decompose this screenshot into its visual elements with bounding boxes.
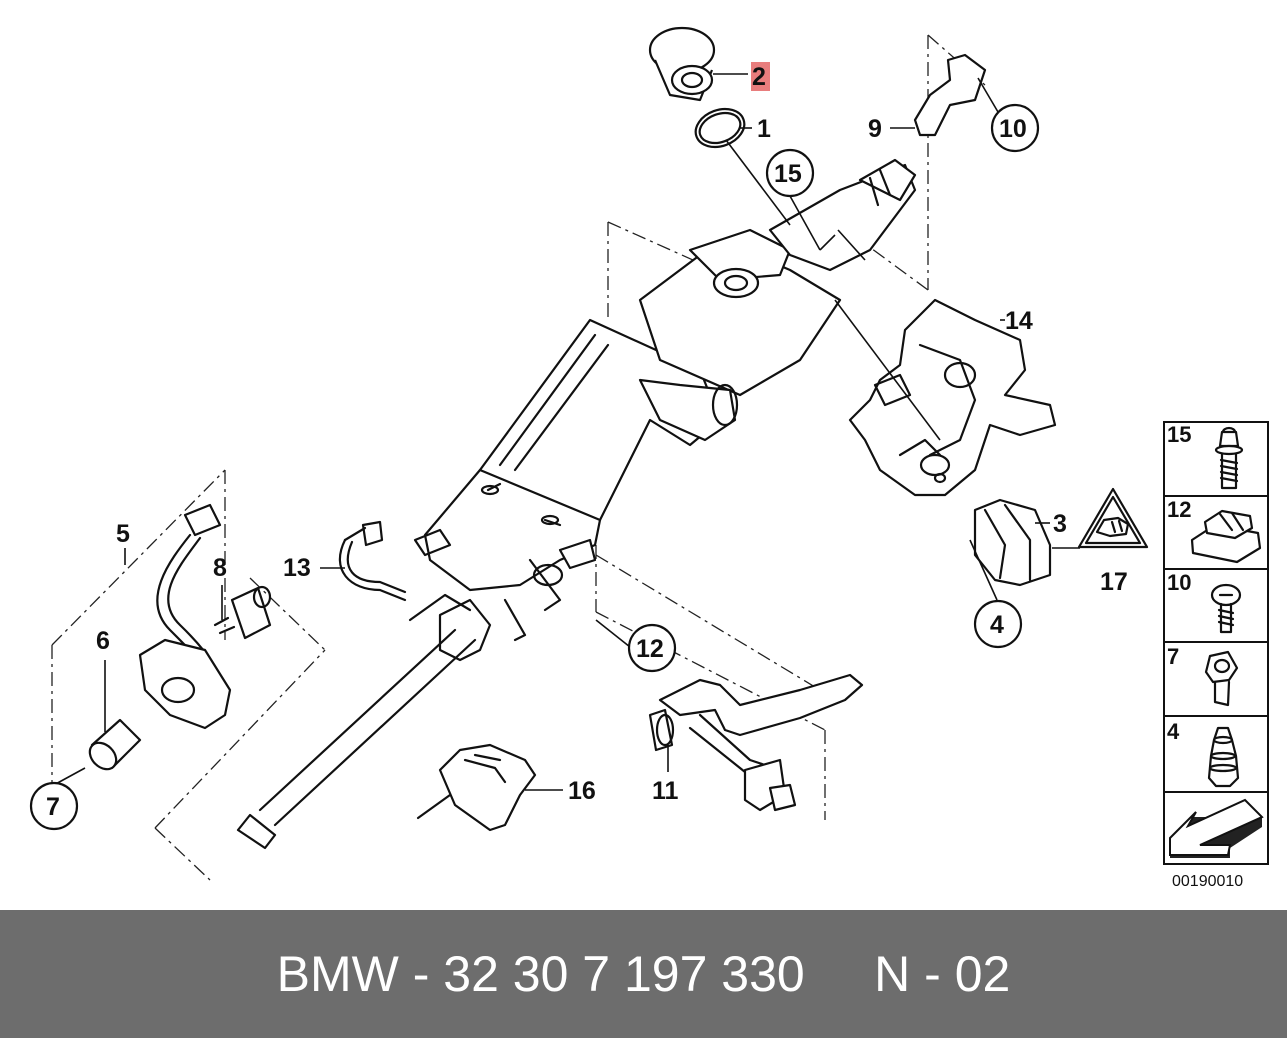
cable-clip-icon: [1204, 650, 1239, 707]
callout-14: 14: [1005, 307, 1033, 335]
parts-diagram: 2 1 15 9 10 14 3 4 17 13 8 5 6 7 12 16 1…: [29, 26, 1269, 890]
bolt-icon: [1214, 426, 1244, 490]
legend-label-15: 15: [1167, 422, 1191, 447]
part-17-warning-label: [1077, 487, 1149, 549]
callout-1: 1: [757, 115, 771, 143]
callout-3: 3: [1053, 510, 1067, 538]
part-number-caption: BMW - 32 30 7 197 330 N - 02: [276, 946, 1011, 1002]
steering-column-diagram: 2 1 15 9 10 14 3 4 17 13 8 5 6 7 12 16 1…: [29, 26, 1269, 890]
part-8-sleeve: [213, 585, 272, 640]
callout-9: 9: [868, 115, 882, 143]
callouts: 2 1 15 9 10 14 3 4 17 13 8 5 6 7 12 16 1…: [29, 62, 1128, 831]
part-13-cable: [338, 520, 407, 602]
part-2-lock-cylinder: [648, 26, 716, 102]
callout-7: 7: [46, 793, 60, 821]
callout-16: 16: [568, 777, 596, 805]
callout-15: 15: [774, 160, 802, 188]
legend-label-12: 12: [1167, 497, 1191, 522]
grommet-icon: [1207, 726, 1240, 788]
callout-12-circle: [627, 623, 677, 673]
part-16-connector: [416, 743, 537, 832]
callout-6: 6: [96, 627, 110, 655]
callout-10-circle: [990, 103, 1040, 153]
legend-label-7: 7: [1167, 644, 1179, 669]
callout-4: 4: [990, 611, 1004, 639]
callout-4-circle: [973, 599, 1023, 649]
part-1-ring: [694, 107, 746, 149]
part-12-lever: [648, 673, 864, 812]
callout-15-circle: [765, 148, 815, 198]
callout-11: 11: [652, 777, 679, 805]
callout-10: 10: [999, 115, 1027, 143]
group-boundaries: [51, 34, 986, 881]
legend-label-10: 10: [1167, 570, 1191, 595]
callout-5: 5: [116, 520, 130, 548]
part-9-cover: [913, 53, 987, 137]
footer-bar: BMW - 32 30 7 197 330 N - 02: [0, 910, 1287, 1038]
direction-arrow-icon: [1169, 798, 1264, 858]
callout-13: 13: [283, 554, 311, 582]
leader-lines: [51, 73, 1080, 791]
legend-label-4: 4: [1167, 719, 1180, 744]
fastener-legend: 15 12 10 7 4: [1163, 421, 1269, 865]
screw-icon: [1210, 583, 1242, 634]
callout-12: 12: [636, 635, 664, 663]
part-14-housing: [848, 298, 1057, 497]
callout-17: 17: [1100, 568, 1128, 596]
steering-column-body: [236, 158, 917, 850]
callout-8: 8: [213, 554, 227, 582]
clip-nut-icon: [1190, 509, 1262, 564]
callout-2: 2: [752, 63, 766, 91]
part-3-module: [973, 498, 1052, 587]
callout-7-circle: [29, 781, 79, 831]
part-5-switch-assembly: [138, 503, 232, 730]
part-6-bushing: [88, 718, 142, 771]
diagram-reference-number: 00190010: [1172, 873, 1243, 890]
highlight-marker: [751, 62, 770, 91]
